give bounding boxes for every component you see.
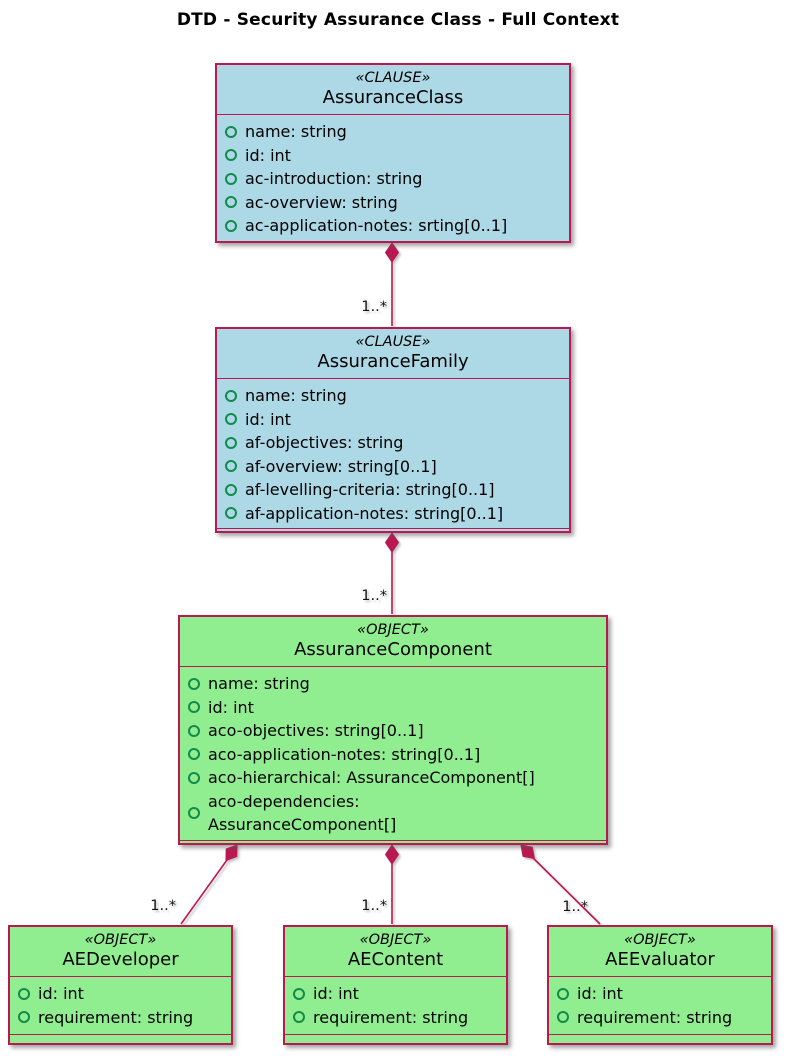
field-icon bbox=[225, 125, 237, 138]
attribute-row: ac-application-notes: srting[0..1] bbox=[225, 214, 561, 238]
field-icon bbox=[225, 413, 237, 426]
attribute-row: id: int bbox=[225, 144, 561, 168]
composition-diamond-icon bbox=[384, 242, 400, 263]
class-name: AEEvaluator bbox=[605, 949, 715, 970]
composition-edge-component-developer: 1..* bbox=[150, 844, 238, 925]
class-header: «OBJECT» AEDeveloper bbox=[10, 927, 231, 977]
attribute-row: af-levelling-criteria: string[0..1] bbox=[225, 478, 561, 502]
attributes-compartment: id: int requirement: string bbox=[10, 977, 231, 1034]
attribute-row: af-objectives: string bbox=[225, 431, 561, 455]
attribute-row: af-application-notes: string[0..1] bbox=[225, 502, 561, 526]
composition-edge-component-evaluator: 1..* bbox=[520, 844, 601, 925]
field-icon bbox=[225, 483, 237, 496]
field-icon bbox=[225, 196, 237, 209]
attributes-compartment: id: int requirement: string bbox=[549, 977, 771, 1034]
methods-compartment-empty bbox=[217, 528, 569, 531]
composition-diamond-icon bbox=[384, 844, 400, 865]
methods-compartment-empty bbox=[549, 1034, 771, 1043]
attribute-row: id: int bbox=[225, 408, 561, 432]
field-icon bbox=[557, 1011, 569, 1024]
composition-diamond-icon bbox=[225, 844, 238, 862]
attribute-row: aco-dependencies: AssuranceComponent[] bbox=[188, 790, 598, 837]
attribute-row: aco-application-notes: string[0..1] bbox=[188, 743, 598, 767]
class-header: «OBJECT» AssuranceComponent bbox=[180, 617, 606, 667]
attributes-compartment: name: string id: int aco-objectives: str… bbox=[180, 667, 606, 840]
class-header: «OBJECT» AEEvaluator bbox=[549, 927, 771, 977]
field-icon bbox=[225, 219, 237, 232]
composition-diamond-icon bbox=[520, 844, 535, 860]
field-icon bbox=[188, 677, 200, 690]
class-header: «OBJECT» AEContent bbox=[285, 927, 506, 977]
field-icon bbox=[18, 987, 30, 1000]
class-header: «CLAUSE» AssuranceClass bbox=[217, 65, 569, 115]
stereotype-label: «CLAUSE» bbox=[355, 70, 431, 86]
field-icon bbox=[188, 771, 200, 784]
composition-edge-class-family: 1..* bbox=[361, 242, 400, 326]
attributes-compartment: id: int requirement: string bbox=[285, 977, 506, 1034]
attribute-row: id: int bbox=[188, 696, 598, 720]
methods-compartment-empty bbox=[285, 1034, 506, 1043]
stereotype-label: «OBJECT» bbox=[357, 622, 429, 638]
attribute-row: name: string bbox=[188, 672, 598, 696]
attribute-row: requirement: string bbox=[557, 1006, 763, 1030]
composition-edge-component-content: 1..* bbox=[361, 844, 400, 924]
class-name: AEDeveloper bbox=[62, 949, 179, 970]
attribute-row: ac-overview: string bbox=[225, 191, 561, 215]
composition-edge-family-component: 1..* bbox=[361, 532, 400, 614]
field-icon bbox=[188, 701, 200, 714]
field-icon bbox=[188, 807, 200, 819]
multiplicity-label: 1..* bbox=[361, 898, 387, 914]
multiplicity-label: 1..* bbox=[150, 898, 176, 914]
field-icon bbox=[225, 172, 237, 185]
field-icon bbox=[18, 1011, 30, 1024]
field-icon bbox=[225, 460, 237, 473]
field-icon bbox=[293, 1011, 305, 1024]
methods-compartment-empty bbox=[180, 839, 606, 844]
multiplicity-label: 1..* bbox=[361, 299, 387, 315]
field-icon bbox=[225, 436, 237, 449]
field-icon bbox=[293, 987, 305, 1000]
field-icon bbox=[225, 149, 237, 162]
attribute-row: aco-objectives: string[0..1] bbox=[188, 719, 598, 743]
field-icon bbox=[225, 507, 237, 520]
multiplicity-label: 1..* bbox=[562, 899, 588, 915]
class-box-ae-content: «OBJECT» AEContent id: int requirement: … bbox=[283, 925, 508, 1045]
class-box-assurance-component: «OBJECT» AssuranceComponent name: string… bbox=[178, 615, 608, 845]
class-box-assurance-family: «CLAUSE» AssuranceFamily name: string id… bbox=[215, 327, 571, 533]
attribute-row: requirement: string bbox=[293, 1006, 498, 1030]
stereotype-label: «OBJECT» bbox=[624, 932, 696, 948]
methods-compartment-empty bbox=[217, 240, 569, 242]
class-box-ae-developer: «OBJECT» AEDeveloper id: int requirement… bbox=[8, 925, 233, 1045]
stereotype-label: «OBJECT» bbox=[84, 932, 157, 948]
attribute-row: requirement: string bbox=[18, 1006, 223, 1030]
class-name: AssuranceClass bbox=[322, 87, 464, 108]
attribute-row: name: string bbox=[225, 384, 561, 408]
class-box-ae-evaluator: «OBJECT» AEEvaluator id: int requirement… bbox=[547, 925, 773, 1045]
attribute-row: id: int bbox=[557, 982, 763, 1006]
field-icon bbox=[188, 748, 200, 761]
attribute-row: ac-introduction: string bbox=[225, 167, 561, 191]
diagram-title: DTD - Security Assurance Class - Full Co… bbox=[176, 10, 620, 30]
attribute-row: aco-hierarchical: AssuranceComponent[] bbox=[188, 766, 598, 790]
stereotype-label: «CLAUSE» bbox=[355, 334, 431, 350]
attributes-compartment: name: string id: int af-objectives: stri… bbox=[217, 379, 569, 528]
field-icon bbox=[225, 389, 237, 402]
attribute-row: id: int bbox=[293, 982, 498, 1006]
stereotype-label: «OBJECT» bbox=[359, 932, 432, 948]
field-icon bbox=[188, 724, 200, 737]
class-header: «CLAUSE» AssuranceFamily bbox=[217, 329, 569, 379]
class-name: AssuranceComponent bbox=[294, 639, 492, 660]
composition-diamond-icon bbox=[384, 532, 400, 553]
class-name: AEContent bbox=[347, 949, 444, 970]
class-name: AssuranceFamily bbox=[317, 351, 469, 372]
attribute-row: id: int bbox=[18, 982, 223, 1006]
field-icon bbox=[557, 987, 569, 1000]
attribute-row: af-overview: string[0..1] bbox=[225, 455, 561, 479]
multiplicity-label: 1..* bbox=[361, 588, 387, 604]
attributes-compartment: name: string id: int ac-introduction: st… bbox=[217, 115, 569, 241]
methods-compartment-empty bbox=[10, 1034, 231, 1043]
attribute-row: name: string bbox=[225, 120, 561, 144]
class-box-assurance-class: «CLAUSE» AssuranceClass name: string id:… bbox=[215, 63, 571, 243]
